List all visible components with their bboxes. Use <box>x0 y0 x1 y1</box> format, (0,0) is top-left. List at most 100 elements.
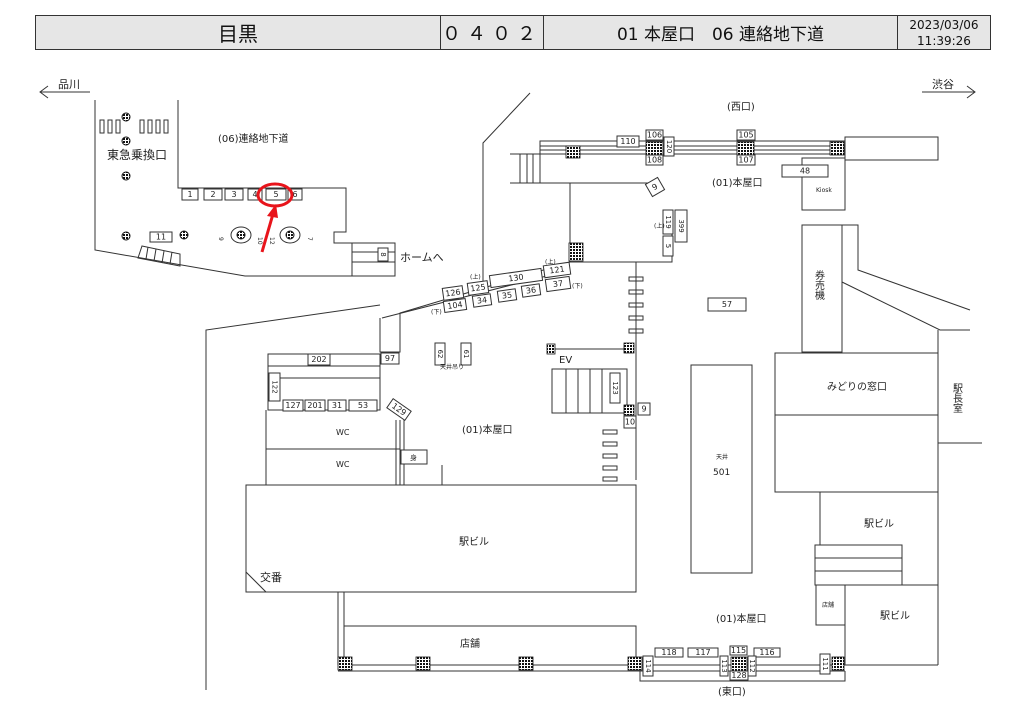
ad-box-106: 106 <box>645 129 664 141</box>
ad-box-number: 9 <box>641 405 646 414</box>
label-west-exit: (西口) <box>727 102 755 113</box>
mi-frame <box>400 449 428 465</box>
ad-box-frame <box>287 188 303 201</box>
ad-box-frame <box>819 653 831 675</box>
ad-box-125: 125 <box>466 280 490 296</box>
ad-box-frame <box>662 235 674 257</box>
station-name: 目黒 <box>218 22 258 46</box>
ad-box-number: 105 <box>738 131 753 140</box>
ad-box-number: 107 <box>738 156 753 165</box>
ad-box-frame <box>544 275 572 293</box>
ad-box-35: 35 <box>496 288 518 303</box>
ad-box-111: 111 <box>819 653 831 675</box>
ad-box-61: 61 <box>460 342 472 366</box>
ad-box-frame <box>645 154 664 166</box>
ad-box-number: 5 <box>273 190 278 199</box>
label-ev: EV <box>559 355 572 366</box>
ad-box-number: 36 <box>525 285 536 295</box>
ad-box-frame <box>674 209 688 243</box>
ad-box-126: 126 <box>441 285 465 301</box>
ad-box-113: 113 <box>719 655 729 677</box>
ad-box-frame <box>609 372 621 404</box>
label-police: 交番 <box>260 570 282 584</box>
ad-box-frame <box>304 399 326 412</box>
ad-box-37: 37 <box>544 275 572 293</box>
ad-box-frame <box>542 261 572 279</box>
ad-box-number: 114 <box>644 659 652 673</box>
ad-box-number: 106 <box>647 131 662 140</box>
walls <box>94 92 982 690</box>
header-code: ０４０２ <box>440 15 544 50</box>
ad-box-57: 57 <box>707 297 747 312</box>
time: 11:39:26 <box>917 33 971 48</box>
ad-box-frame <box>642 655 654 677</box>
ad-box-frame <box>520 283 542 298</box>
label-down-2: (下) <box>572 283 583 290</box>
ad-box-frame <box>663 136 675 157</box>
ad-box-frame <box>753 647 781 658</box>
label-stationmaster: 駅長室 <box>951 383 963 413</box>
label-ceiling: 天井 <box>716 453 728 461</box>
label-shop: 店舗 <box>460 637 480 650</box>
ad-box-number: 37 <box>552 279 563 289</box>
ad-box-399: 399 <box>674 209 688 243</box>
ad-box-128: 128 <box>729 670 749 681</box>
ad-box-48: 48 <box>781 164 829 178</box>
fan-number: 7 <box>306 237 313 241</box>
ad-box-number: 31 <box>332 401 342 410</box>
ad-box-number: 4 <box>252 190 257 199</box>
ad-box-frame <box>247 188 263 201</box>
ad-box-number: 108 <box>647 156 662 165</box>
ad-box-118: 118 <box>654 647 684 658</box>
ad-box-frame <box>282 399 304 412</box>
ad-box-117: 117 <box>687 647 719 658</box>
ad-box-number: 119 <box>664 215 672 228</box>
ad-box-number: 2 <box>210 190 215 199</box>
ad-box-number: 123 <box>611 381 619 394</box>
ad-box-frame <box>637 402 651 416</box>
header-exits: 01 本屋口 06 連絡地下道 <box>543 15 898 50</box>
ad-box-number: 48 <box>800 167 810 176</box>
ad-box-number: 57 <box>722 300 732 309</box>
arrow-head-icon <box>267 204 278 218</box>
ad-box-frame <box>434 342 446 366</box>
ad-box-number: 1 <box>187 190 192 199</box>
ad-box-129: 129 <box>386 397 412 422</box>
ad-box-frame <box>781 164 829 178</box>
ad-box-number: 128 <box>731 671 746 680</box>
ad-box-116: 116 <box>753 647 781 658</box>
ad-box-frame <box>707 297 747 312</box>
ad-box-62: 62 <box>434 342 446 366</box>
ad-box-frame <box>729 645 748 656</box>
label-wc-2: WC <box>336 460 350 469</box>
ad-box-4: 4 <box>247 188 263 201</box>
label-up-3: (上) <box>654 222 665 230</box>
ad-box-number: 61 <box>462 350 470 359</box>
label-wc-1: WC <box>336 428 350 437</box>
ad-box-number: 10 <box>625 418 635 427</box>
label-ceiling-hung: 天井吊り <box>440 363 464 371</box>
ad-box-2: 2 <box>203 188 223 201</box>
ad-box-frame <box>149 231 173 243</box>
ad-box-frame <box>460 342 472 366</box>
ad-box-112: 112 <box>747 655 757 677</box>
label-honya-2: (01)本屋口 <box>462 423 513 436</box>
label-down-1: (下) <box>431 309 442 316</box>
fan-number: 9 <box>217 237 224 241</box>
ad-box-frame <box>380 352 400 365</box>
label-ticket-machine: 券売機 <box>813 269 825 301</box>
ad-box-frame <box>268 372 281 402</box>
ad-box-number: 126 <box>445 287 461 298</box>
ad-box-number: 399 <box>677 219 685 232</box>
station-code: ０４０２ <box>441 23 542 45</box>
area-labels: 東急乗換口 (06)連絡地下道 ホームへ (西口) (01)本屋口 (01)本屋… <box>107 102 963 698</box>
ad-box-108: 108 <box>645 154 664 166</box>
ad-box-120: 120 <box>663 136 675 157</box>
ad-box-number: 111 <box>821 657 829 670</box>
header-station: 目黒 <box>35 15 441 50</box>
highlight-arrow <box>260 213 275 253</box>
ad-box-frame <box>327 399 347 412</box>
